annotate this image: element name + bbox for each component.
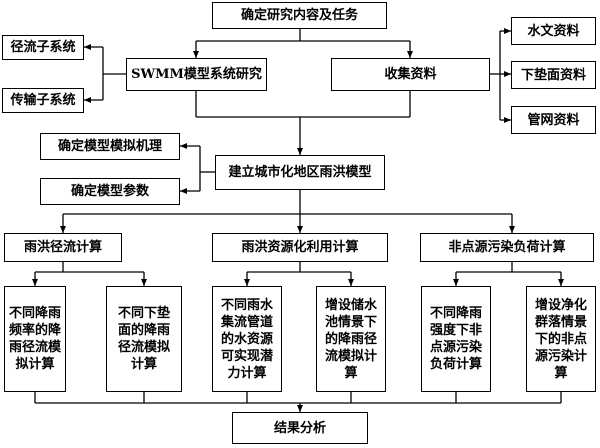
- node-runoff-calc: 雨洪径流计算: [4, 233, 122, 262]
- node-swmm-study: SWMM模型系统研究: [126, 58, 267, 91]
- node-pipe-data: 管网资料: [511, 106, 596, 134]
- leaf-purification: 增设净化群落情景下的非点源污染计算: [526, 286, 596, 392]
- node-surface-data: 下垫面资料: [511, 61, 596, 89]
- node-result-analysis: 结果分析: [232, 412, 368, 444]
- node-build-model: 建立城市化地区雨洪模型: [215, 155, 385, 190]
- leaf-rain-intensity: 不同降雨强度下非点源污染负荷计算: [421, 286, 491, 392]
- node-model-mechanism: 确定模型模拟机理: [40, 133, 180, 160]
- leaf-pipe-potential: 不同雨水集流管道的水资源可实现潜力计算: [212, 286, 282, 392]
- node-pollution-calc: 非点源污染负荷计算: [420, 233, 594, 262]
- node-collect-data: 收集资料: [331, 58, 490, 91]
- leaf-rain-frequency: 不同降雨频率的降雨径流模拟计算: [4, 286, 66, 392]
- node-research-task: 确定研究内容及任务: [212, 2, 387, 29]
- node-model-params: 确定模型参数: [40, 178, 180, 205]
- leaf-surface-type: 不同下垫面的降雨径流模拟计算: [106, 286, 182, 392]
- leaf-storage-pond: 增设储水池情景下的降雨径流模拟计算: [316, 286, 386, 392]
- node-resource-calc: 雨洪资源化利用计算: [212, 233, 388, 262]
- node-transport-subsystem: 传输子系统: [2, 88, 84, 113]
- node-runoff-subsystem: 径流子系统: [2, 35, 84, 60]
- node-hydro-data: 水文资料: [511, 17, 596, 45]
